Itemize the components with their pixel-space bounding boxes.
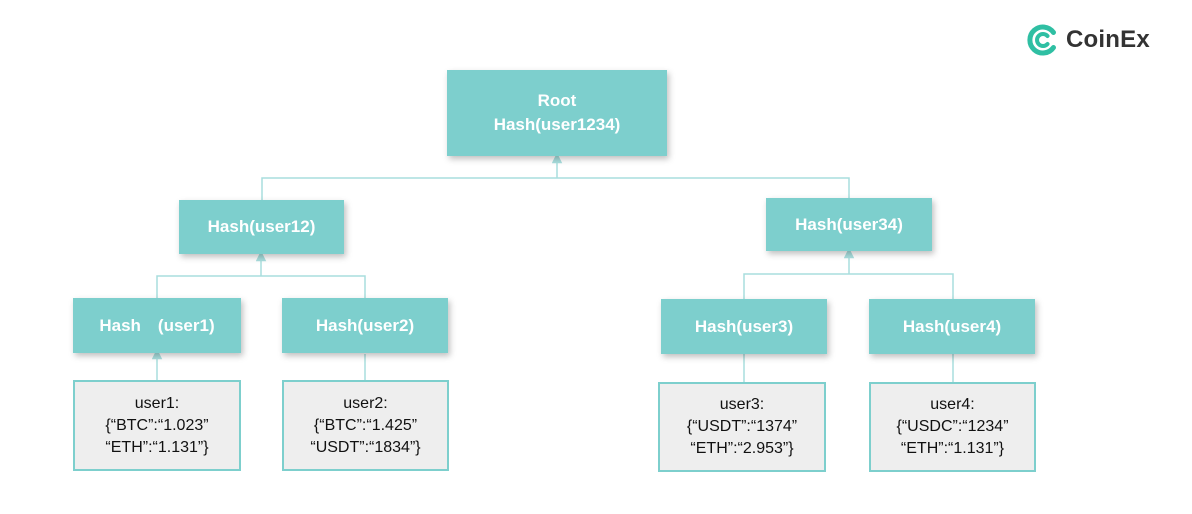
edge-user1-to-user12: [156, 275, 366, 298]
hash-user12-label: Hash(user12): [207, 217, 316, 236]
user3-balance-line1: {“USDT”:“1374”: [686, 418, 798, 435]
hash-user34-node: Hash(user34): [766, 198, 932, 251]
user4-balance-line1: {“USDC”:“1234”: [896, 418, 1009, 435]
hash-user1-node: Hash (user1): [73, 298, 241, 353]
edge-user12-to-root: [261, 177, 850, 200]
user3-name: user3:: [719, 396, 765, 413]
hash-user3-label: Hash(user3): [694, 316, 794, 336]
user2-balance-line2: “USDT”:“1834”}: [310, 438, 421, 456]
user3-data-leaf: user3: {“USDT”:“1374” “ETH”:“2.953”}: [658, 382, 826, 472]
hash-user12-node: Hash(user12): [179, 200, 344, 254]
hash-user4-node: Hash(user4): [869, 299, 1035, 354]
user1-balance-line1: {“BTC”:“1.023”: [105, 416, 209, 434]
coinex-logo-text: CoinEx: [1066, 26, 1150, 53]
root-hash-label: Hash(user1234): [493, 115, 621, 134]
user4-name: user4:: [930, 396, 975, 413]
hash-user2-label: Hash(user2): [315, 315, 415, 335]
hash-user1-label: Hash (user1): [99, 315, 215, 335]
user2-balance-line1: {“BTC”:“1.425”: [313, 416, 418, 434]
user2-data-leaf: user2: {“BTC”:“1.425” “USDT”:“1834”}: [282, 380, 449, 471]
hash-user4-label: Hash(user4): [902, 316, 1002, 336]
user3-balance-line2: “ETH”:“2.953”}: [690, 440, 794, 457]
user4-data-leaf: user4: {“USDC”:“1234” “ETH”:“1.131”}: [869, 382, 1036, 472]
coinex-logo-icon: [1027, 24, 1056, 56]
user2-name: user2:: [343, 394, 388, 412]
root-label: Root: [537, 91, 577, 110]
hash-user3-node: Hash(user3): [661, 299, 827, 354]
hash-user2-node: Hash(user2): [282, 298, 448, 353]
user1-balance-line2: “ETH”:“1.131”}: [105, 438, 209, 456]
root-hash-node: Root Hash(user1234): [447, 70, 667, 156]
edge-user3-to-user34: [743, 273, 954, 299]
user4-balance-line2: “ETH”:“1.131”}: [900, 440, 1005, 457]
user1-data-leaf: user1: {“BTC”:“1.023” “ETH”:“1.131”}: [73, 380, 241, 471]
user1-name: user1:: [134, 394, 180, 412]
coinex-logo: CoinEx: [1026, 22, 1150, 58]
hash-user34-label: Hash(user34): [795, 214, 903, 234]
